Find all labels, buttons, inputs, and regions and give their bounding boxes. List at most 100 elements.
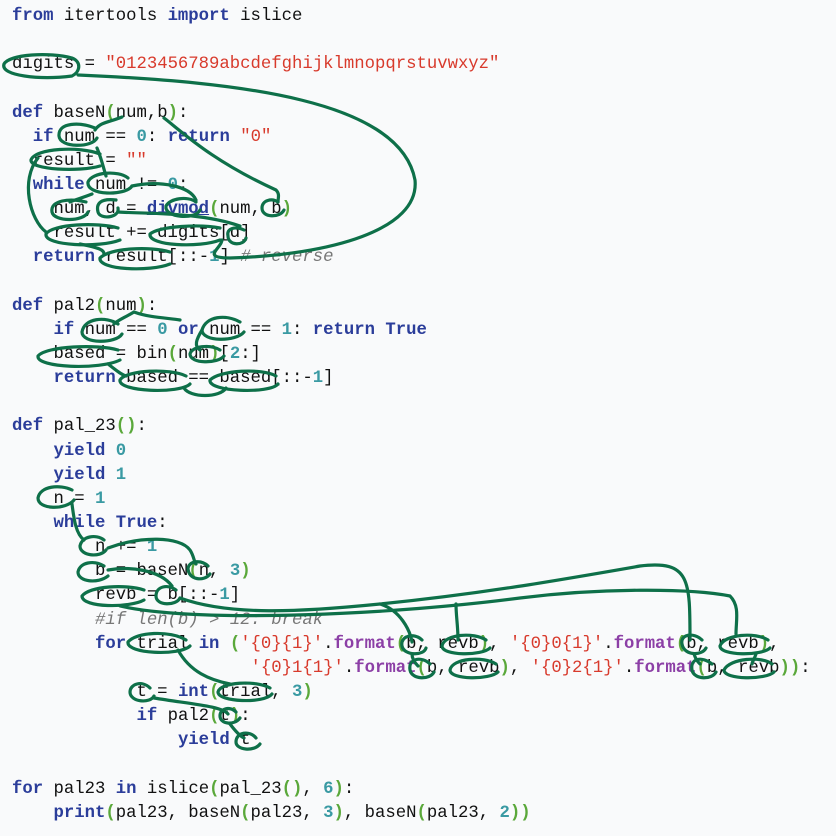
code-line: for pal23 in islice(pal_23(), 6): — [12, 778, 811, 802]
string-literal: '{0}2{1}' — [530, 658, 624, 678]
keyword: while — [53, 513, 106, 533]
code-text: : — [177, 103, 189, 123]
code-text — [12, 635, 95, 654]
code-line: digits = "0123456789abcdefghijklmnopqrst… — [12, 53, 811, 77]
bracket: ( — [105, 803, 116, 823]
keyword: or — [177, 320, 199, 340]
string-literal: "0123456789abcdefghijklmnopqrstuvwxyz" — [105, 55, 500, 75]
code-text: result = — [12, 151, 127, 171]
code-text: : — [343, 779, 355, 799]
number-literal: 2 — [499, 803, 510, 823]
code-text: islice — [229, 7, 303, 26]
bracket: ( — [696, 658, 707, 678]
code-line — [12, 29, 811, 53]
number-literal: 1 — [94, 489, 106, 509]
bracket: ) — [229, 707, 241, 727]
code-text: b, revb — [426, 658, 500, 678]
code-line: if num == 0 or num == 1: return True — [12, 319, 811, 343]
code-text: ] — [229, 586, 241, 606]
bracket: ) — [333, 803, 344, 823]
code-text: . — [603, 634, 614, 654]
code-text: ] — [219, 248, 241, 268]
code-text: itertools — [53, 7, 168, 26]
code-text: n, — [198, 562, 230, 582]
bracket: ( — [209, 779, 220, 799]
keyword: True — [115, 513, 158, 533]
code-text — [105, 442, 115, 461]
keyword: if — [32, 127, 54, 147]
code-text: . — [343, 658, 355, 678]
code-text — [12, 176, 33, 195]
code-text — [12, 466, 53, 485]
keyword: print — [53, 803, 106, 823]
number-literal: 2 — [229, 344, 241, 364]
code-text: : — [240, 707, 251, 727]
code-text: , — [489, 634, 510, 654]
code-listing: from itertools import islice digits = "0… — [12, 5, 811, 826]
method-name: format — [634, 658, 697, 678]
code-text: num — [177, 344, 210, 364]
code-line: def pal_23(): — [12, 415, 811, 439]
code-text — [12, 321, 53, 340]
code-line — [12, 753, 811, 777]
code-line: n = 1 — [12, 488, 811, 512]
code-text: trial — [126, 634, 199, 654]
method-name: format — [354, 658, 417, 678]
code-text: baseN — [43, 103, 106, 123]
keyword: return — [32, 248, 95, 268]
bracket: ( — [675, 634, 687, 654]
code-text — [12, 611, 95, 630]
code-line: return result[::-1] # reverse — [12, 246, 811, 270]
bracket: ) — [302, 682, 313, 702]
code-text: b, revb — [406, 634, 479, 654]
code-text: , — [769, 634, 780, 654]
code-text: . — [623, 658, 635, 678]
code-line: yield 1 — [12, 464, 811, 488]
code-text: pal2 — [157, 707, 210, 727]
bracket: ( — [167, 344, 178, 364]
keyword: if — [53, 320, 75, 340]
code-text: n += — [12, 538, 147, 558]
code-text: : — [177, 175, 189, 195]
code-line: n += 1 — [12, 536, 811, 560]
bracket: ( — [105, 103, 116, 123]
bracket: ( — [209, 682, 220, 702]
code-text: , — [302, 779, 324, 799]
number-literal: 1 — [281, 320, 293, 340]
code-text: pal23, — [250, 803, 324, 823]
method-name: format — [333, 634, 396, 654]
code-text: t — [219, 707, 230, 727]
code-text — [12, 369, 53, 388]
keyword: def — [12, 103, 44, 123]
code-line: for trial in ('{0}{1}'.format(b, revb), … — [12, 633, 811, 657]
code-text: based == based[::- — [115, 369, 313, 389]
code-text: result[::- — [94, 248, 210, 268]
bracket: () — [115, 417, 137, 437]
code-text — [12, 659, 251, 678]
code-text: , baseN — [343, 803, 417, 823]
code-line: num, d = divmod(num, b) — [12, 198, 811, 222]
code-line: while num != 0: — [12, 174, 811, 198]
code-text: [ — [219, 344, 230, 364]
number-literal: 0 — [115, 441, 127, 461]
code-text: num == — [53, 127, 137, 147]
code-line: return based == based[::-1] — [12, 367, 811, 391]
keyword: return — [167, 127, 230, 147]
code-text — [12, 442, 53, 461]
code-line: print(pal23, baseN(pal23, 3), baseN(pal2… — [12, 802, 811, 826]
string-literal: '{0}{1}' — [240, 634, 324, 654]
number-literal: 6 — [323, 779, 334, 799]
code-text: t = — [12, 682, 178, 702]
bracket: ( — [229, 634, 241, 654]
code-text: ] — [323, 369, 334, 389]
bracket: )) — [779, 658, 801, 678]
code-text — [105, 466, 115, 485]
code-text — [12, 128, 33, 147]
code-text: num — [105, 296, 137, 316]
bracket: ) — [209, 344, 220, 364]
code-text: result += digits[d] — [12, 224, 251, 244]
number-literal: 1 — [219, 586, 230, 606]
number-literal: 1 — [146, 538, 158, 558]
code-text: pal23 — [43, 779, 116, 799]
code-line: based = bin(num)[2:] — [12, 343, 811, 367]
